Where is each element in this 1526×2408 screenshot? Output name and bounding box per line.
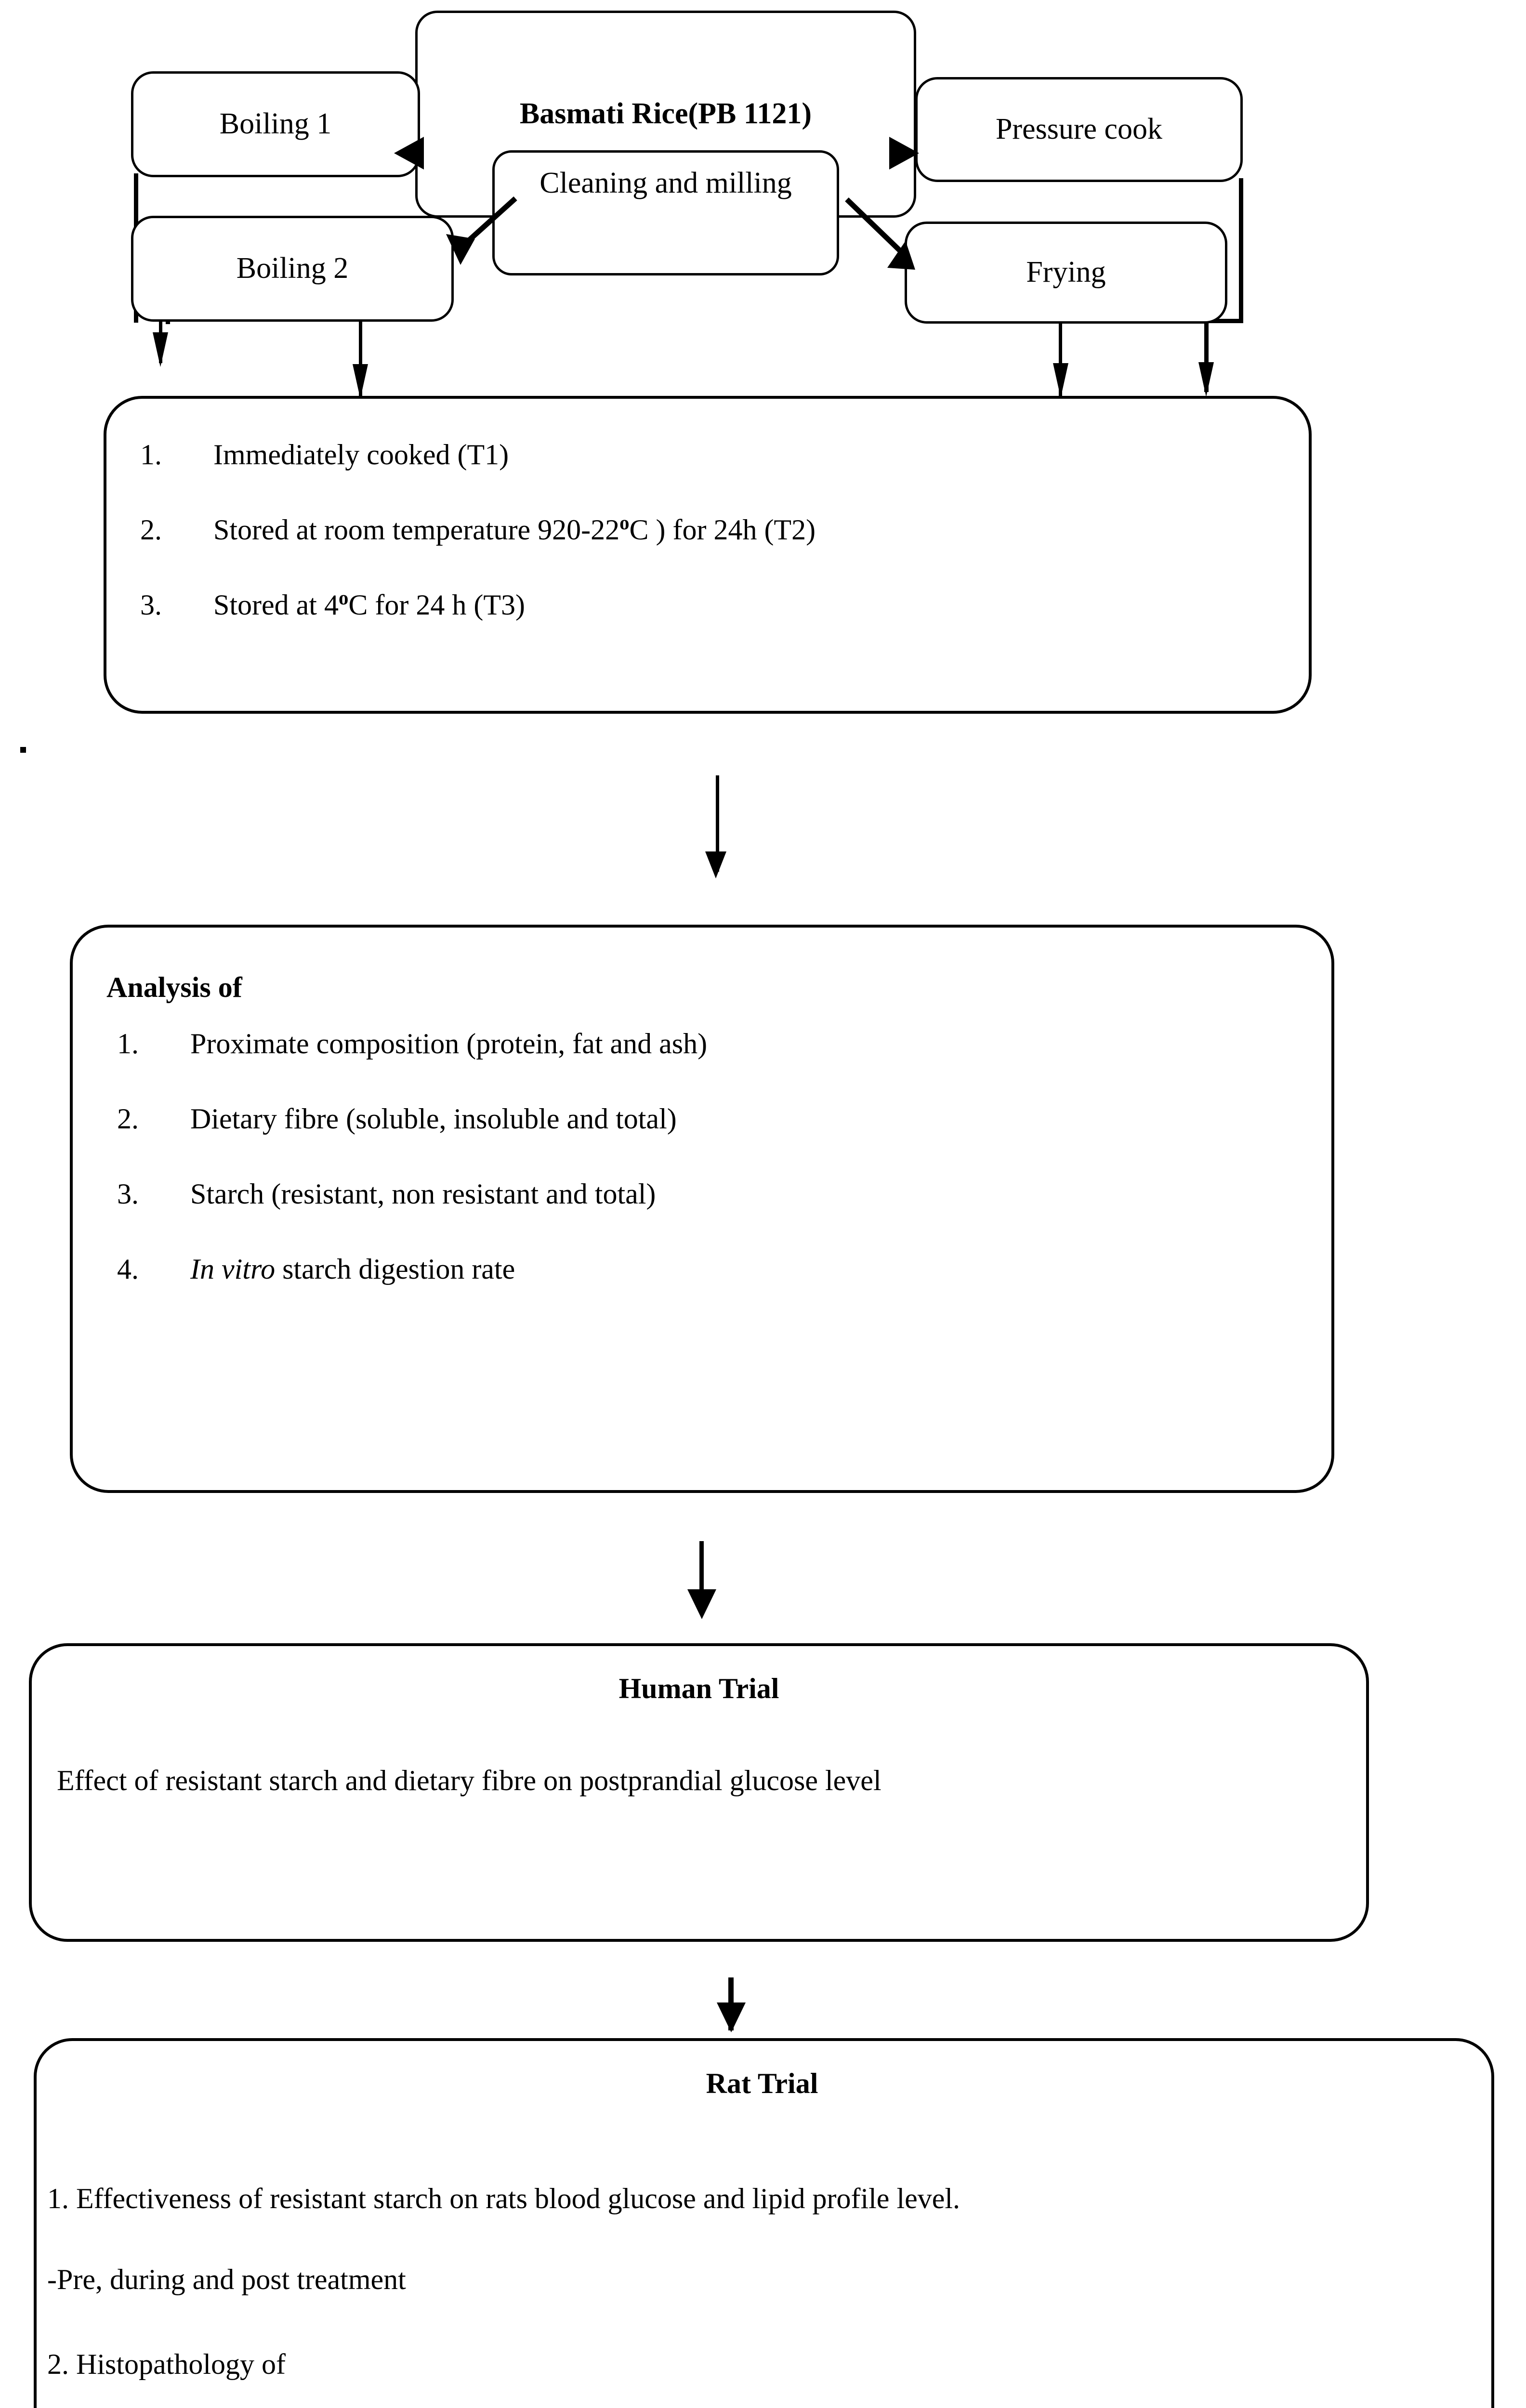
arrow-analysis-to-human-trial [687, 1589, 716, 1619]
node-pressure-cook[interactable]: Pressure cook [915, 77, 1243, 182]
analysis-item: 3. Starch (resistant, non resistant and … [117, 1177, 1298, 1211]
treatment-item: 2. Stored at room temperature 920-22oC )… [140, 512, 1275, 547]
connector-treatments-to-analysis [716, 775, 719, 872]
stray-dot-artifact [20, 747, 26, 753]
human-trial-text: Effect of resistant starch and dietary f… [57, 1765, 881, 1796]
arrow-right-to-pressure-cook [889, 137, 919, 170]
node-frying-label: Frying [1026, 256, 1106, 289]
node-pressure-cook-label: Pressure cook [995, 113, 1163, 146]
degree-symbol: o [338, 587, 349, 609]
rail-pressure-cook-h [1204, 319, 1243, 323]
arrow-down-frying [1053, 363, 1068, 398]
arrow-human-to-rat-trial [717, 2002, 746, 2032]
analysis-text: Dietary fibre (soluble, insoluble and to… [190, 1103, 677, 1135]
arrow-diagonal-to-boiling2 [446, 196, 517, 265]
analysis-number: 3. [117, 1178, 139, 1210]
human-trial-body: Human Trial Effect of resistant starch a… [32, 1672, 1366, 1817]
arrow-down-boiling2 [353, 364, 368, 399]
analysis-number: 2. [117, 1103, 139, 1135]
rat-trial-line-1: 1. Effectiveness of resistant starch on … [47, 2183, 960, 2214]
treatment-number: 2. [140, 514, 162, 546]
arrow-diagonal-to-frying [845, 197, 915, 270]
treatment-item: 3. Stored at 4oC for 24 h (T3) [140, 588, 1275, 622]
rat-trial-line-2: -Pre, during and post treatment [47, 2264, 406, 2295]
treatment-item: 1. Immediately cooked (T1) [140, 437, 1275, 472]
analysis-item: 2. Dietary fibre (soluble, insoluble and… [117, 1101, 1298, 1136]
rat-trial-line-3: 2. Histopathology of [47, 2348, 286, 2380]
treatment-text: Stored at room temperature 920-22oC ) fo… [213, 512, 816, 546]
analysis-text: Starch (resistant, non resistant and tot… [190, 1178, 656, 1210]
analysis-item: 1. Proximate composition (protein, fat a… [117, 1026, 1298, 1061]
treatment-text: Immediately cooked (T1) [213, 439, 509, 471]
human-trial-heading: Human Trial [618, 1673, 779, 1704]
analysis-heading: Analysis of [106, 971, 242, 1003]
node-basmati-rice-label: Basmati Rice(PB 1121) [519, 97, 812, 131]
treatment-text: Stored at 4oC for 24 h (T3) [213, 587, 525, 621]
analysis-body: Analysis of 1. Proximate composition (pr… [73, 928, 1331, 1306]
node-frying[interactable]: Frying [905, 222, 1227, 324]
rat-trial-heading: Rat Trial [706, 2068, 818, 2099]
connector-analysis-to-human-trial [699, 1541, 704, 1604]
analysis-italic-term: In vitro [190, 1253, 276, 1285]
analysis-number: 4. [117, 1253, 139, 1285]
box-treatments[interactable]: 1. Immediately cooked (T1) 2. Stored at … [104, 396, 1312, 714]
analysis-number: 1. [117, 1028, 139, 1060]
arrow-down-boiling1 [153, 332, 168, 367]
node-boiling-1[interactable]: Boiling 1 [131, 71, 420, 177]
arrow-left-to-boiling1 [394, 137, 424, 170]
analysis-text: In vitro starch digestion rate [190, 1253, 515, 1285]
arrow-down-pressure-cook [1198, 362, 1214, 397]
treatment-number: 1. [140, 439, 162, 471]
degree-symbol: o [619, 512, 630, 534]
treatments-body: 1. Immediately cooked (T1) 2. Stored at … [106, 399, 1309, 641]
box-analysis[interactable]: Analysis of 1. Proximate composition (pr… [70, 925, 1334, 1493]
node-cleaning-milling-label: Cleaning and milling [539, 167, 792, 199]
node-cleaning-milling[interactable]: Cleaning and milling [492, 150, 839, 275]
node-boiling-2[interactable]: Boiling 2 [131, 216, 454, 322]
treatments-list: 1. Immediately cooked (T1) 2. Stored at … [140, 437, 1275, 622]
rail-pressure-cook-down [1239, 178, 1243, 323]
arrow-treatments-to-analysis [705, 851, 726, 878]
box-human-trial[interactable]: Human Trial Effect of resistant starch a… [29, 1643, 1369, 1942]
rat-trial-body: Rat Trial 1. Effectiveness of resistant … [37, 2067, 1491, 2401]
node-boiling-2-label: Boiling 2 [236, 252, 349, 285]
analysis-item: 4. In vitro starch digestion rate [117, 1252, 1298, 1286]
box-rat-trial[interactable]: Rat Trial 1. Effectiveness of resistant … [34, 2038, 1494, 2408]
node-boiling-1-label: Boiling 1 [219, 107, 332, 141]
drop-frying [1059, 324, 1062, 397]
analysis-text: Proximate composition (protein, fat and … [190, 1028, 708, 1060]
drop-boiling2 [359, 321, 362, 396]
analysis-list: 1. Proximate composition (protein, fat a… [106, 1026, 1298, 1286]
rail-pressure-cook-drop [1204, 319, 1209, 392]
treatment-number: 3. [140, 589, 162, 621]
